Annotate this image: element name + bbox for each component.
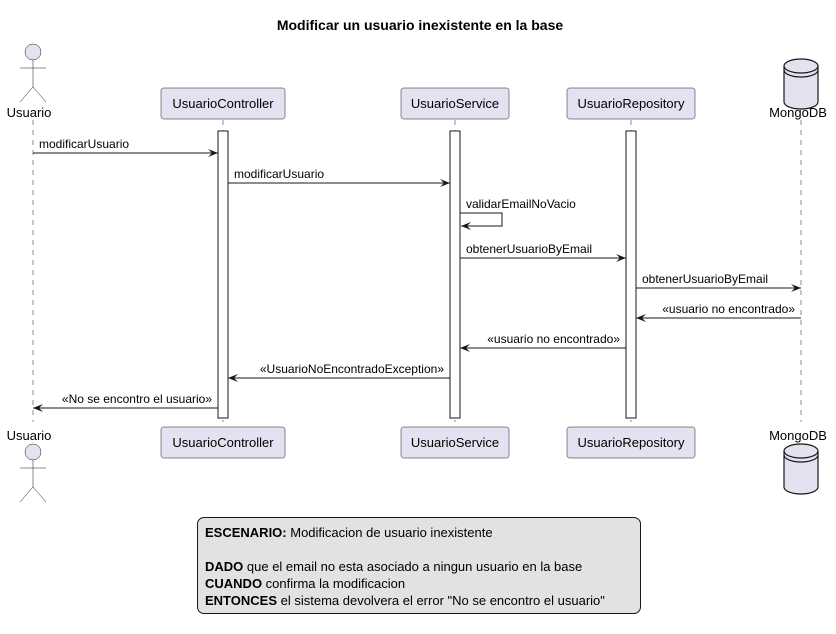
activation-service — [449, 130, 461, 419]
participant-label: UsuarioController — [172, 435, 274, 450]
message-label: validarEmailNoVacio — [466, 197, 576, 211]
arrow-head — [791, 284, 801, 292]
arrow-head — [616, 254, 626, 262]
note-cuando-key: CUANDO — [205, 576, 263, 591]
participant-label: MongoDB — [769, 105, 827, 120]
participant-label: UsuarioRepository — [578, 96, 685, 111]
message-7: «usuario no encontrado» — [460, 332, 626, 352]
self-message-line — [460, 212, 503, 227]
note-dado-text: que el email no esta asociado a ningun u… — [243, 559, 583, 574]
participant-label: UsuarioController — [172, 96, 274, 111]
message-1: modificarUsuario — [33, 137, 218, 157]
participant-label: Usuario — [7, 105, 52, 120]
activation-repository — [625, 130, 637, 419]
message-4: obtenerUsuarioByEmail — [460, 242, 626, 262]
message-label: modificarUsuario — [39, 137, 129, 151]
participant-usuario-top: Usuario — [7, 43, 52, 120]
message-2: modificarUsuario — [228, 167, 450, 187]
scenario-note: ESCENARIO: Modificacion de usuario inexi… — [197, 517, 641, 614]
database-icon — [783, 58, 819, 110]
participant-service-top: UsuarioService — [400, 87, 510, 120]
participant-label: UsuarioService — [411, 96, 499, 111]
note-escenario-text: Modificacion de usuario inexistente — [286, 525, 493, 540]
participant-label: UsuarioRepository — [578, 435, 685, 450]
participant-controller-bottom: UsuarioController — [160, 426, 286, 459]
actor-head — [24, 43, 42, 61]
participant-usuario-bottom: Usuario — [7, 428, 52, 503]
message-label: modificarUsuario — [234, 167, 324, 181]
diagram-title: Modificar un usuario inexistente en la b… — [277, 17, 564, 33]
participant-label: MongoDB — [769, 428, 827, 443]
note-escenario-key: ESCENARIO: — [205, 525, 287, 540]
participant-service-bottom: UsuarioService — [400, 426, 510, 459]
message-3: validarEmailNoVacio — [460, 197, 576, 230]
participant-box — [400, 87, 510, 120]
message-9: «No se encontro el usuario» — [33, 392, 218, 412]
message-label: «No se encontro el usuario» — [62, 392, 212, 406]
arrow-head — [228, 374, 238, 382]
participant-box — [566, 426, 696, 459]
message-label: obtenerUsuarioByEmail — [466, 242, 592, 256]
participant-mongodb-bottom: MongoDB — [769, 428, 827, 495]
message-5: obtenerUsuarioByEmail — [636, 272, 801, 292]
message-label: obtenerUsuarioByEmail — [642, 272, 768, 286]
arrow-head — [460, 344, 470, 352]
participant-mongodb-top: MongoDB — [769, 58, 827, 120]
participant-box — [566, 87, 696, 120]
participant-repository-bottom: UsuarioRepository — [566, 426, 696, 459]
participant-controller-top: UsuarioController — [160, 87, 286, 120]
database-icon — [783, 443, 819, 495]
message-8: «UsuarioNoEncontradoException» — [228, 362, 450, 382]
arrow-head — [636, 314, 646, 322]
actor-head — [24, 443, 42, 461]
arrow-head — [461, 222, 471, 230]
note-entonces-key: ENTONCES — [205, 593, 277, 608]
participant-label: UsuarioService — [411, 435, 499, 450]
note-entonces-text: el sistema devolvera el error "No se enc… — [277, 593, 605, 608]
participant-label: Usuario — [7, 428, 52, 443]
arrow-head — [440, 179, 450, 187]
participant-repository-top: UsuarioRepository — [566, 87, 696, 120]
participant-box — [160, 426, 286, 459]
note-dado-key: DADO — [205, 559, 244, 574]
message-label: «usuario no encontrado» — [662, 302, 795, 316]
message-6: «usuario no encontrado» — [636, 302, 801, 322]
arrow-head — [33, 404, 43, 412]
note-cuando-text: confirma la modificacion — [262, 576, 406, 591]
participant-box — [400, 426, 510, 459]
participant-box — [160, 87, 286, 120]
activation-controller — [217, 130, 229, 419]
arrow-head — [208, 149, 218, 157]
message-label: «UsuarioNoEncontradoException» — [260, 362, 444, 376]
message-label: «usuario no encontrado» — [487, 332, 620, 346]
